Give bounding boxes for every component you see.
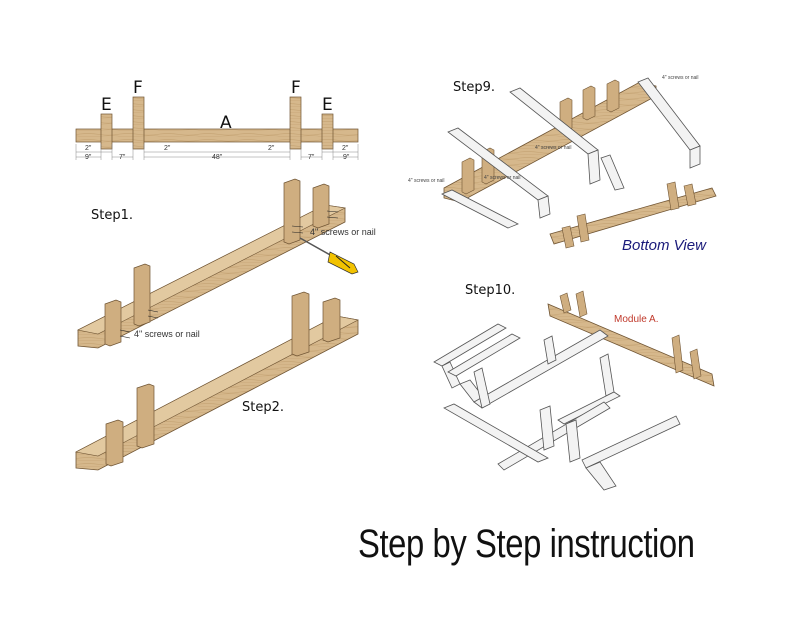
dim-top-1: 2" (85, 145, 92, 152)
bottom-view-label: Bottom View (622, 237, 706, 254)
post-e-left (100, 113, 113, 150)
step1-annotation-left: 4" screws or nail (134, 329, 200, 339)
dim-bottom-1: 9" (85, 154, 92, 161)
module-a-label: Module A. (614, 314, 659, 325)
step10-module-a (547, 290, 715, 387)
step1-post-f-right (283, 178, 301, 245)
step2-post-f-left (136, 383, 155, 449)
dim-bottom-5: 9" (343, 154, 350, 161)
step2-post-f-right (291, 291, 310, 357)
post-f-right (289, 96, 302, 150)
step1-label: Step1. (91, 208, 134, 223)
dim-bottom-3: 48" (212, 154, 223, 161)
step9-label: Step9. (453, 80, 496, 95)
step1-assembly (77, 178, 359, 349)
dimension-lines (75, 144, 359, 160)
step9-annotation-left: 4" screws or nail (408, 178, 445, 184)
step9-annotation-mid: 4" screws or nail (535, 145, 572, 151)
step2-post-e-right (322, 297, 341, 343)
label-e-left: E (101, 95, 112, 115)
board-a (75, 128, 359, 143)
step1-annotation-right: 4" screws or nail (310, 227, 376, 237)
step2-post-e-left (105, 419, 124, 467)
screw-arrows (119, 210, 339, 339)
label-a: A (220, 113, 232, 133)
post-e-right (321, 113, 334, 150)
dim-top-4: 2" (342, 145, 349, 152)
label-f-left: F (133, 78, 143, 98)
top-elevation-diagram (75, 96, 359, 160)
step2-assembly (75, 291, 359, 471)
step10-white-frame (433, 323, 681, 491)
label-e-right: E (322, 95, 333, 115)
dim-bottom-2: 7" (119, 154, 126, 161)
step1-post-f-left (133, 263, 151, 327)
label-f-right: F (291, 78, 301, 98)
step9-annotation-mid2: 4" screws or nail (484, 175, 521, 181)
step1-post-e-right (312, 183, 330, 229)
step9-white-legs (441, 77, 701, 229)
bottom-view-assembly (549, 181, 717, 249)
step2-label: Step2. (242, 400, 285, 415)
dim-bottom-4: 7" (308, 154, 315, 161)
page-title: Step by Step instruction (358, 522, 695, 566)
step9-assembly (441, 77, 701, 229)
post-f-left (132, 96, 145, 150)
step1-post-e-left (104, 299, 122, 347)
dim-top-2: 2" (164, 145, 171, 152)
screwdriver-icon (299, 237, 359, 275)
step10-label: Step10. (465, 283, 516, 298)
step9-annotation-top: 4" screws or nail (662, 75, 699, 81)
dim-top-3: 2" (268, 145, 275, 152)
